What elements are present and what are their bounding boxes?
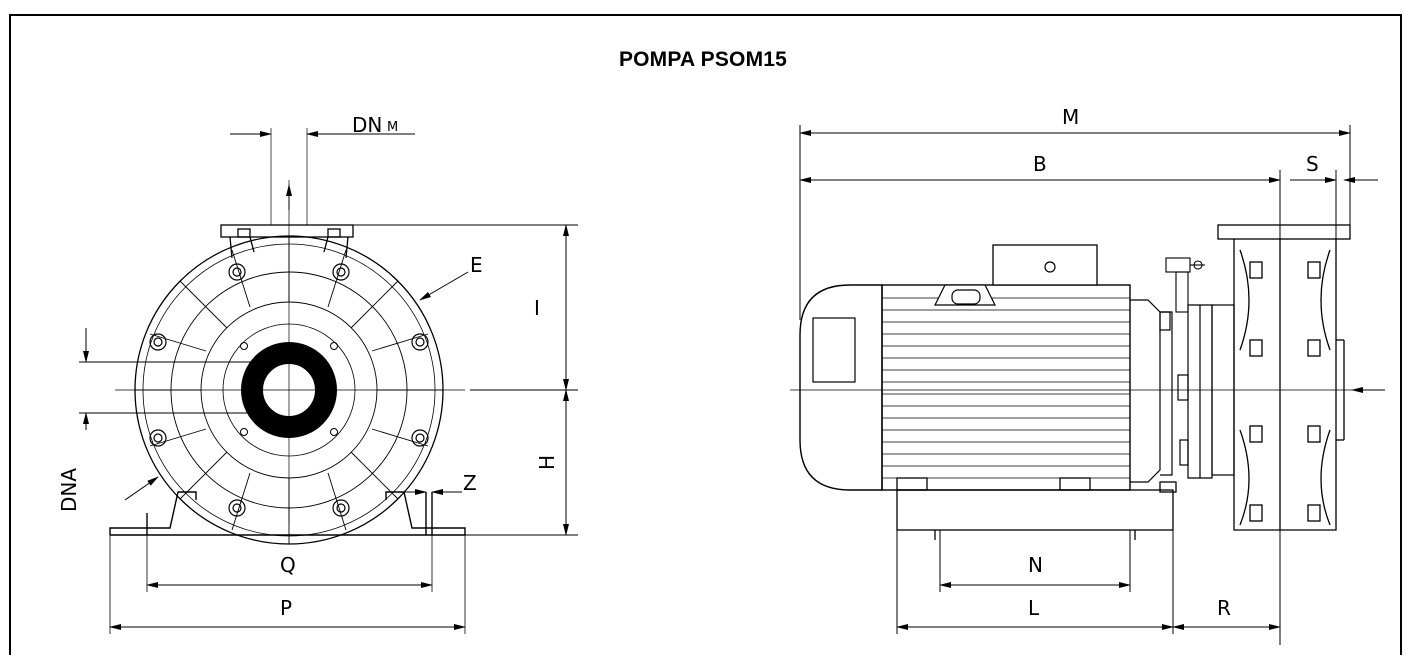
- motor-body: [881, 244, 1131, 491]
- dim-n: [939, 530, 1131, 592]
- label-z: Z: [463, 471, 477, 495]
- drawing-frame: [9, 14, 1402, 655]
- label-dn: DN: [352, 113, 382, 137]
- label-m: M: [1062, 105, 1079, 129]
- dim-dna: [79, 328, 252, 501]
- front-base: [109, 491, 466, 536]
- label-b: B: [1033, 152, 1047, 176]
- label-s: S: [1306, 152, 1319, 176]
- dim-b: [799, 170, 1281, 645]
- housing-bolts: [149, 263, 429, 517]
- side-base: [896, 477, 1177, 540]
- label-dn-sub: M: [387, 120, 398, 135]
- label-r: R: [1217, 596, 1231, 620]
- label-h: H: [535, 455, 559, 470]
- dim-s: [1290, 170, 1378, 239]
- label-e: E: [470, 253, 483, 277]
- valve-fitting: [1165, 257, 1205, 313]
- pump-head: [1217, 224, 1351, 531]
- front-view: [79, 128, 578, 634]
- label-n: N: [1028, 553, 1043, 577]
- side-view: [790, 125, 1385, 645]
- label-dna: DNA: [57, 468, 81, 512]
- inner-screws: [240, 342, 338, 436]
- drawing-title: POMPA PSOM15: [618, 48, 788, 71]
- fan-cover: [799, 284, 883, 491]
- label-i: I: [534, 296, 540, 320]
- label-l: L: [1028, 596, 1040, 620]
- dim-l: [896, 530, 1174, 634]
- leader-e: [419, 271, 469, 301]
- motor-flange: [1130, 299, 1235, 483]
- dim-ih: [330, 224, 578, 536]
- label-q: Q: [280, 553, 296, 577]
- label-p: P: [280, 596, 292, 620]
- outlet-nozzle: [220, 224, 354, 259]
- center-lines: [115, 128, 465, 522]
